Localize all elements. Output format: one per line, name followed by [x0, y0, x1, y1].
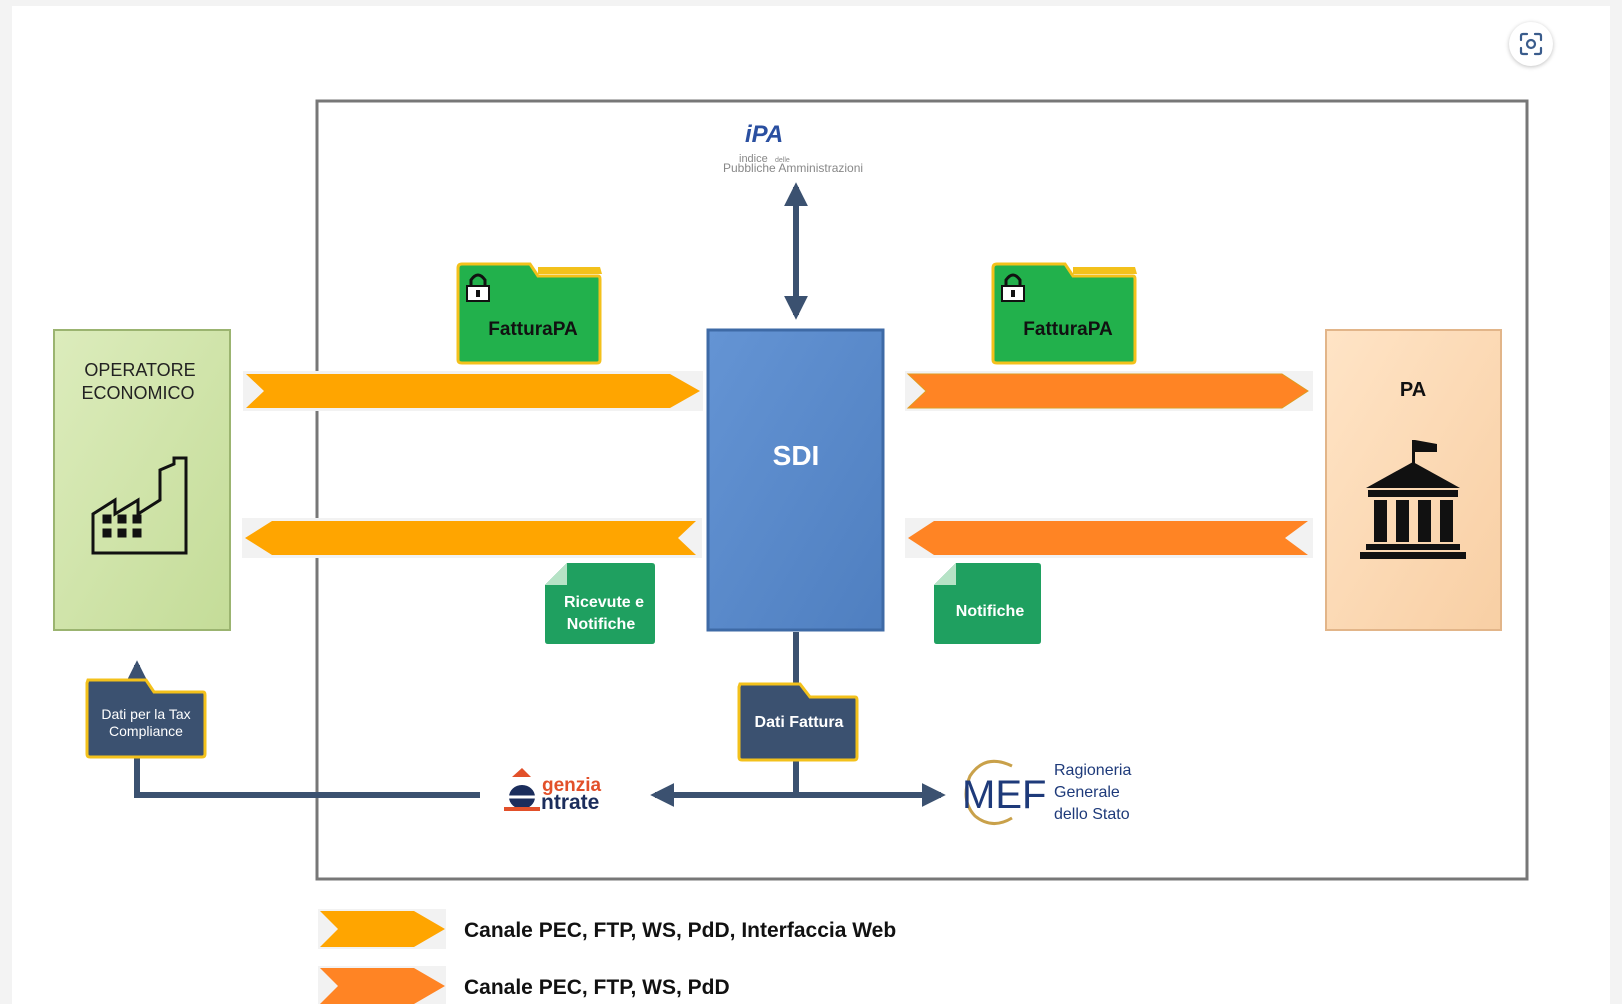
sdi-box: SDI: [706, 328, 885, 632]
ipa-logo: iPA indice delle Pubbliche Amministrazio…: [723, 121, 863, 175]
operatore-economico-box: OPERATORE ECONOMICO: [53, 329, 231, 631]
legend-item-web: Canale PEC, FTP, WS, PdD, Interfaccia We…: [318, 909, 896, 949]
ricevute-notifiche-document: Ricevute e Notifiche: [545, 563, 655, 644]
ricevute-label-line2: Notifiche: [567, 616, 636, 633]
mef-logo: MEF Ragioneria Generale dello Stato: [962, 759, 1131, 825]
arrow-pa-to-sdi: [905, 518, 1313, 558]
fatturapa-right-label: FatturaPA: [1023, 319, 1113, 340]
ipa-line2: Pubbliche Amministrazioni: [723, 161, 863, 175]
dati-fattura-label: Dati Fattura: [755, 714, 844, 731]
agenzia-text: genzia: [542, 775, 602, 796]
lock-icon: [466, 273, 490, 302]
ipa-line1-small: delle: [775, 157, 790, 164]
sdi-label: SDI: [773, 440, 820, 471]
legend: Canale PEC, FTP, WS, PdD, Interfaccia We…: [318, 909, 896, 1004]
legend-label-web: Canale PEC, FTP, WS, PdD, Interfaccia We…: [464, 919, 896, 942]
scan-icon: [1519, 32, 1543, 56]
agenzia-entrate-logo: genzia ntrate: [480, 760, 650, 818]
tax-compliance-folder: Dati per la Tax Compliance: [85, 678, 207, 759]
arrow-sdi-to-operatore: [242, 518, 702, 558]
entrate-text: ntrate: [541, 791, 599, 814]
mef-line3: dello Stato: [1054, 806, 1130, 823]
government-building-icon: [1360, 440, 1466, 559]
operatore-label-line1: OPERATORE: [84, 360, 195, 380]
sdi-system-boundary: [315, 99, 1529, 881]
fatturapa-folder-right: FatturaPA: [991, 262, 1137, 365]
mef-line1: Ragioneria: [1054, 762, 1131, 779]
fatturapa-left-label: FatturaPA: [488, 319, 578, 340]
legend-item-pdd: Canale PEC, FTP, WS, PdD: [318, 966, 730, 1004]
tax-label-line2: Compliance: [109, 723, 183, 739]
factory-icon: [91, 456, 188, 555]
notifiche-document: Notifiche: [934, 563, 1041, 644]
agenzia-a-emblem: [512, 768, 531, 777]
tax-label-line1: Dati per la Tax: [101, 706, 190, 722]
pa-label: PA: [1400, 379, 1426, 401]
operatore-label-line2: ECONOMICO: [81, 383, 194, 403]
visual-search-button[interactable]: [1509, 22, 1553, 66]
ricevute-label-line1: Ricevute e: [564, 594, 644, 611]
dati-fattura-folder: Dati Fattura: [737, 682, 859, 762]
fatturapa-folder-left: FatturaPA: [456, 262, 602, 365]
mef-line2: Generale: [1054, 784, 1120, 801]
ipa-logo-text: iPA: [745, 121, 783, 148]
pa-box: PA: [1325, 329, 1502, 631]
mef-swoosh: [964, 759, 1013, 825]
arrow-operatore-to-sdi: [243, 371, 703, 411]
lock-icon: [1001, 273, 1025, 302]
arrow-sdi-to-pa: [905, 371, 1313, 411]
ipa-line1: indice: [739, 153, 768, 165]
legend-label-pdd: Canale PEC, FTP, WS, PdD: [464, 976, 730, 999]
notifiche-label: Notifiche: [956, 603, 1025, 620]
mef-logo-text: MEF: [962, 773, 1046, 817]
